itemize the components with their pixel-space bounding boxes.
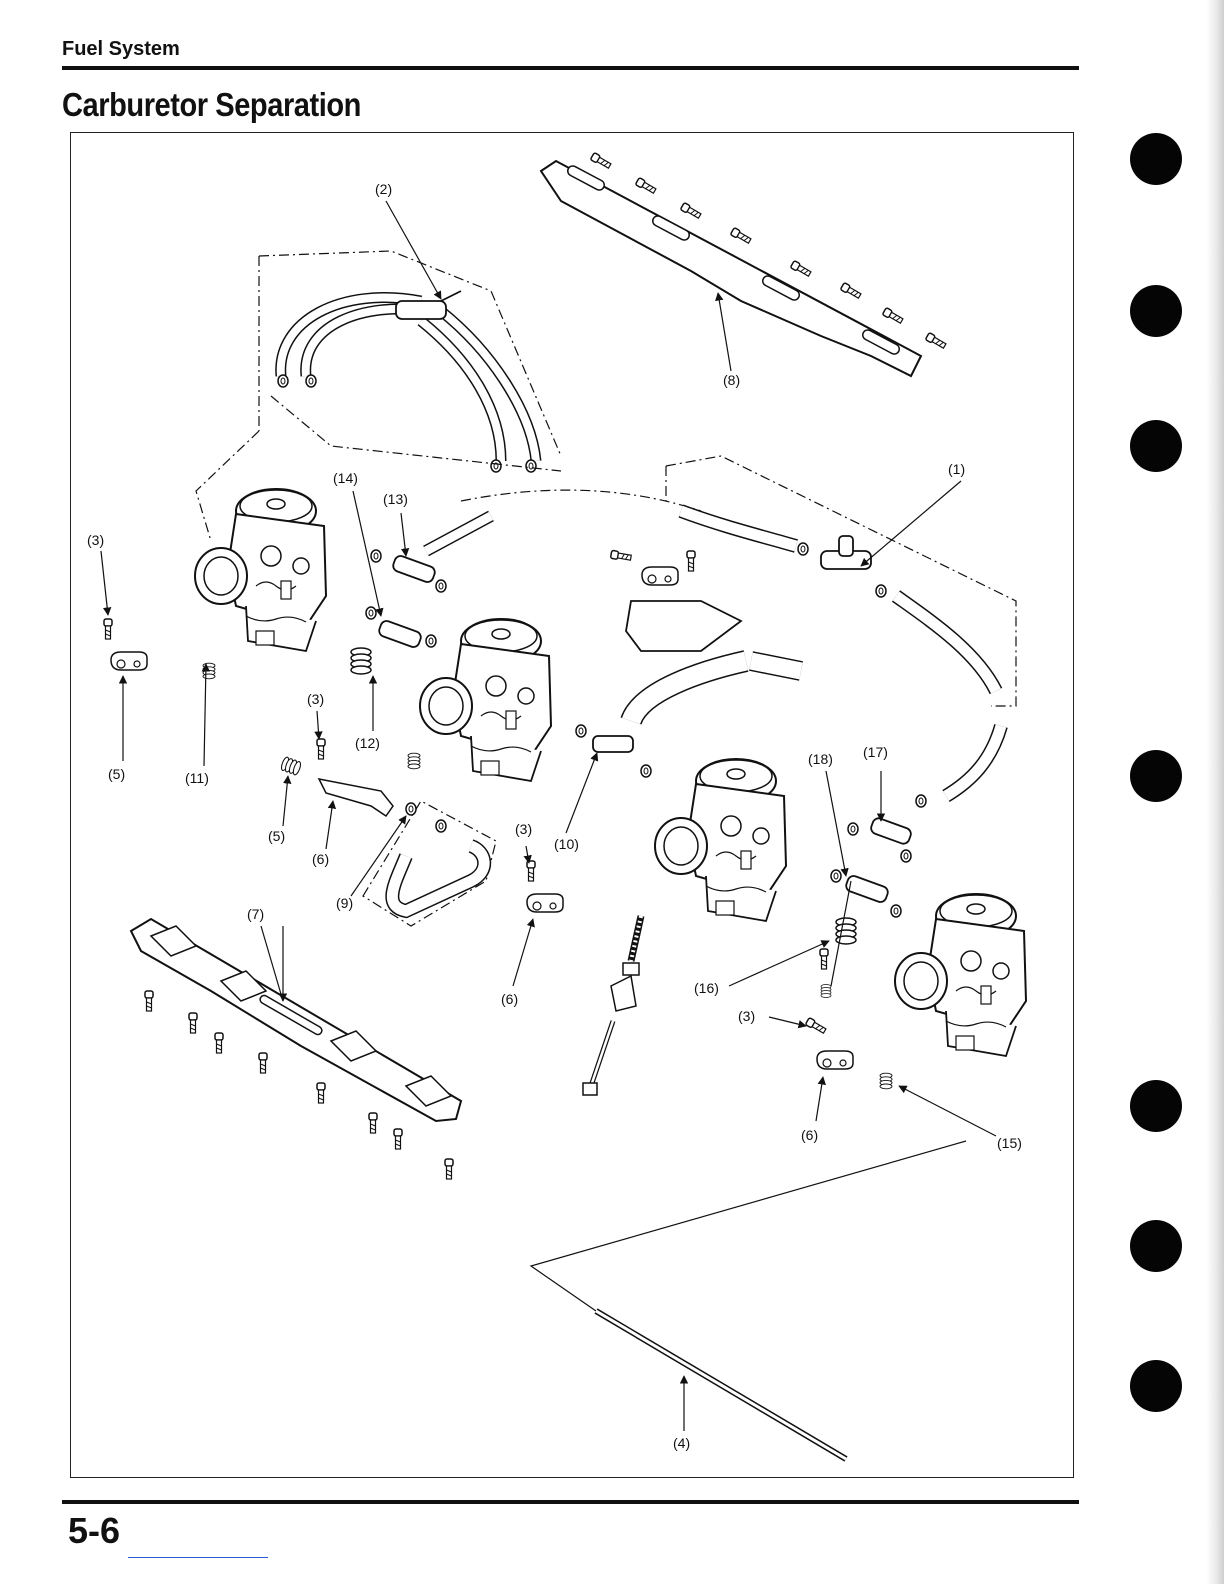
callout-15: (15) <box>997 1135 1022 1151</box>
upper-plate-bolts <box>590 153 946 350</box>
page-edge-shadow <box>1206 0 1224 1584</box>
carburetor-1 <box>195 489 326 651</box>
link-underline <box>128 1557 268 1558</box>
fuel-joint-assembly <box>461 456 1016 807</box>
carburetor-4 <box>895 894 1026 1056</box>
callout-labels: (1) (2) (3) (3) (3) (3) (4) (5) (5) (6) … <box>87 181 1022 1451</box>
callout-6-b: (6) <box>501 991 518 1007</box>
callout-12: (12) <box>355 735 380 751</box>
binder-hole-7 <box>1130 1360 1182 1412</box>
callout-3-c: (3) <box>515 821 532 837</box>
callout-7: (7) <box>247 906 264 922</box>
callout-5-a: (5) <box>108 766 125 782</box>
binder-hole-6 <box>1130 1220 1182 1272</box>
throttle-bracket <box>610 550 741 651</box>
callout-6-a: (6) <box>312 851 329 867</box>
callout-3-d: (3) <box>738 1008 755 1024</box>
callout-13: (13) <box>383 491 408 507</box>
callout-17: (17) <box>863 744 888 760</box>
callout-10: (10) <box>554 836 579 852</box>
callout-9: (9) <box>336 895 353 911</box>
page-title: Carburetor Separation <box>62 86 361 124</box>
throttle-shaft <box>531 1141 966 1459</box>
upper-stay-plate <box>541 161 921 376</box>
binder-hole-3 <box>1130 420 1182 472</box>
bottom-rule <box>62 1500 1079 1504</box>
carburetor-2 <box>420 619 551 781</box>
carb-3-hose <box>593 661 801 752</box>
callout-18: (18) <box>808 751 833 767</box>
callout-4: (4) <box>673 1435 690 1451</box>
binder-hole-4 <box>1130 750 1182 802</box>
callout-6-c: (6) <box>801 1127 818 1143</box>
page-number: 5-6 <box>68 1510 120 1552</box>
callout-14: (14) <box>333 470 358 486</box>
throttle-stop-screw <box>583 916 641 1095</box>
callout-3-b: (3) <box>307 691 324 707</box>
callout-11: (11) <box>185 770 209 786</box>
carburetor-exploded-diagram: (1) (2) (3) (3) (3) (3) (4) (5) (5) (6) … <box>71 133 1074 1478</box>
callout-5-b: (5) <box>268 828 285 844</box>
section-header: Fuel System <box>62 38 180 61</box>
callout-2: (2) <box>375 181 392 197</box>
lower-stay-plate <box>131 919 461 1121</box>
callout-16: (16) <box>694 980 719 996</box>
top-rule <box>62 66 1079 70</box>
binder-hole-2 <box>1130 285 1182 337</box>
binder-hole-1 <box>1130 133 1182 185</box>
exploded-diagram-frame: (1) (2) (3) (3) (3) (3) (4) (5) (5) (6) … <box>70 132 1074 1478</box>
callout-8: (8) <box>723 372 740 388</box>
callout-3-a: (3) <box>87 532 104 548</box>
carburetor-3 <box>655 759 786 921</box>
bypass-hose <box>363 801 496 926</box>
callout-1: (1) <box>948 461 965 477</box>
binder-hole-5 <box>1130 1080 1182 1132</box>
leader-lines <box>101 201 996 1431</box>
